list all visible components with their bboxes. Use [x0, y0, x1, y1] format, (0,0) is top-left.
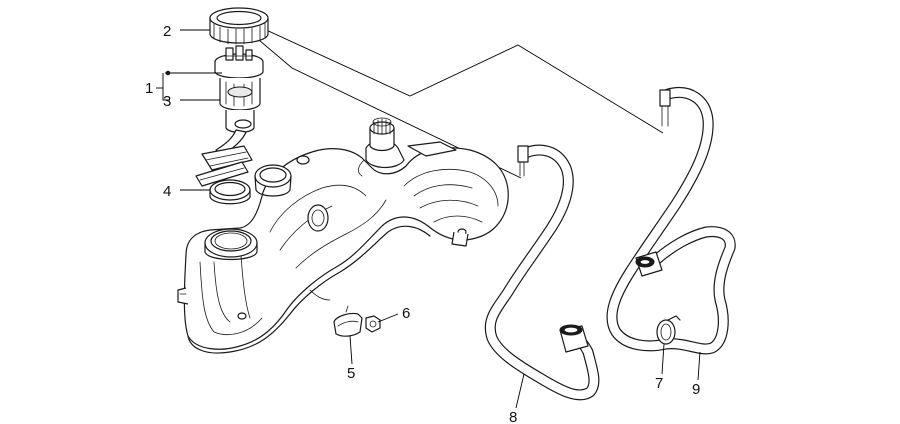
callout-6: 6 [402, 305, 410, 322]
fuel-tank [177, 117, 509, 354]
part-5-bracket [333, 305, 363, 337]
callout-3: 3 [163, 93, 171, 110]
callout-1: 1 [145, 80, 153, 97]
callout-9: 9 [692, 381, 700, 398]
part-4-gasket [209, 179, 251, 205]
callout-4: 4 [163, 183, 171, 200]
part-3-fuel-pump [195, 45, 264, 187]
callout-5: 5 [347, 365, 355, 382]
part-9-vent-hose [606, 87, 736, 355]
callout-labels: 1 2 3 4 5 6 7 8 9 [145, 23, 700, 424]
part-7-hose-clip [656, 315, 681, 345]
callout-7: 7 [655, 375, 663, 392]
callout-2: 2 [163, 23, 171, 40]
callout-leaders [156, 29, 701, 409]
part-8-fuel-hose [484, 144, 600, 401]
callout-8: 8 [509, 409, 517, 424]
part-2-ring-nut [209, 7, 269, 45]
part-6-nut [365, 315, 381, 333]
